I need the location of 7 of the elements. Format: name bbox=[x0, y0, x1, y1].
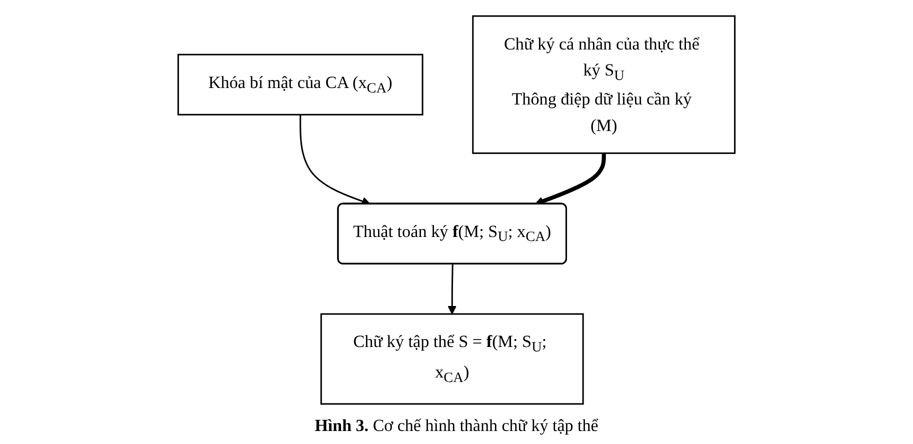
arrow bbox=[300, 114, 370, 206]
node-box: Chữ ký cá nhân của thực thể ký S$_{U}$ Thông điệp dữ liệu cần ký (M) bbox=[472, 15, 736, 154]
node-box: Khóa bí mật của CA (x$_{CA}$) bbox=[177, 54, 424, 116]
arrow bbox=[534, 153, 606, 206]
figure-caption: Hình 3. Cơ chế hình thành chữ ký tập thể bbox=[314, 416, 598, 436]
node-box: Chữ ký tập thể S = f(M; S$_{U}$; x$_{CA}$) bbox=[320, 313, 584, 405]
arrow bbox=[448, 264, 457, 314]
